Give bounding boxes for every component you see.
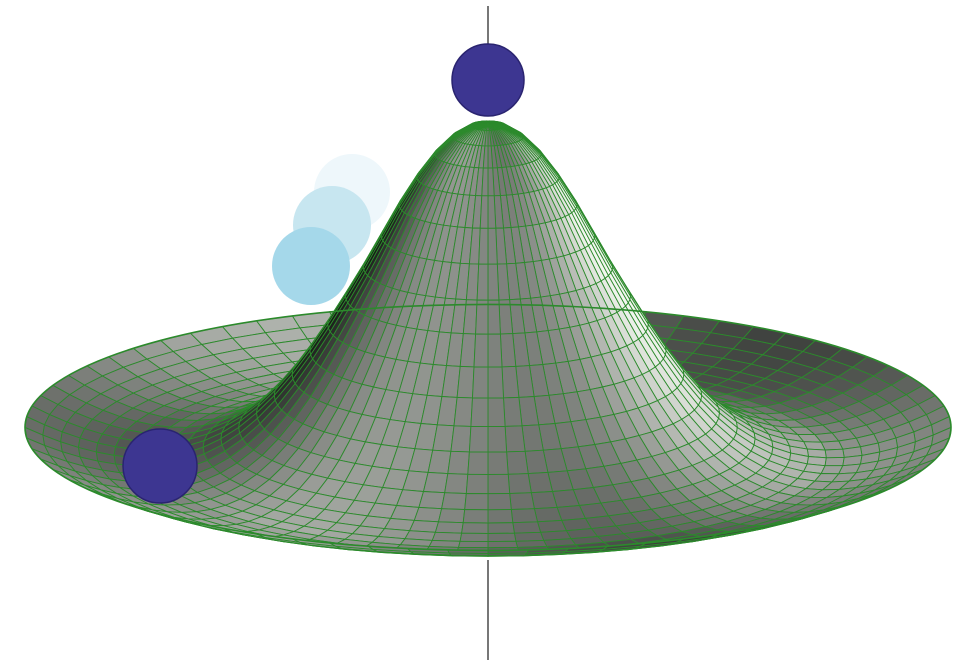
- surface-mesh-cell: [435, 522, 463, 533]
- ghost-ball-near: [272, 227, 350, 305]
- surface-mesh-cell: [469, 426, 488, 452]
- surface-mesh-cell: [502, 366, 519, 398]
- surface-mesh-cell: [477, 264, 488, 300]
- surface-mesh-cell: [480, 196, 488, 229]
- surface-mesh-cell: [511, 509, 537, 523]
- surface-mesh-cell: [534, 507, 561, 521]
- surface-mesh-cell: [448, 451, 470, 474]
- surface-mesh-cell: [432, 532, 461, 541]
- surface-mesh-cell: [414, 507, 441, 521]
- surface-mesh-cell: [507, 451, 529, 474]
- surface-mesh-cell: [508, 474, 531, 494]
- surface-mesh-cell: [451, 426, 471, 452]
- stable-ball-trough: [123, 429, 197, 503]
- surface-mesh-cell: [419, 492, 445, 509]
- surface-mesh-cell: [528, 472, 552, 492]
- surface-mesh-cell: [482, 168, 488, 196]
- surface-mesh-cell: [488, 264, 499, 300]
- surface-mesh-cell: [424, 472, 448, 492]
- surface-mesh-cell: [488, 398, 505, 427]
- unstable-ball-top: [452, 44, 524, 116]
- surface-mesh-cell: [488, 533, 516, 541]
- surface-mesh-cell: [488, 452, 508, 475]
- surface-mesh-cell: [473, 367, 489, 398]
- surface-mesh-cell: [525, 450, 548, 473]
- surface-mesh-cell: [471, 398, 488, 427]
- surface-mesh-cell: [513, 522, 541, 533]
- surface-mesh-cell: [504, 397, 523, 426]
- surface-mesh-cell: [445, 474, 468, 494]
- surface-mesh-cell: [410, 520, 439, 532]
- surface-mesh-cell: [454, 397, 473, 426]
- surface-mesh-cell: [825, 457, 844, 465]
- surface-mesh-cell: [488, 168, 494, 196]
- surface-mesh-cell: [465, 494, 488, 510]
- surface-mesh-cell: [488, 228, 497, 264]
- surface-mesh-cell: [488, 474, 510, 493]
- surface-mesh-cell: [488, 523, 514, 534]
- surface-mesh-cell: [457, 366, 474, 398]
- surface-mesh-cell: [825, 449, 844, 458]
- surface-mesh-cell: [442, 493, 467, 510]
- surface-mesh-cell: [514, 532, 543, 541]
- surface-mesh-cell: [505, 426, 525, 452]
- surface-mesh-cell: [488, 510, 513, 524]
- surface-mesh-cell: [488, 196, 496, 229]
- surface-mesh-cell: [538, 520, 567, 532]
- surface-mesh-cell: [439, 509, 465, 523]
- surface-mesh-cell: [488, 494, 511, 510]
- surface-mesh-cell: [474, 334, 488, 367]
- surface-mesh-cell: [479, 228, 488, 264]
- surface-mesh-cell: [468, 452, 488, 475]
- surface-mesh-cell: [531, 492, 557, 509]
- surface-mesh-cell: [488, 426, 507, 452]
- surface-mesh-cell: [510, 493, 535, 510]
- surface-mesh-cell: [459, 541, 489, 547]
- surface-mesh-cell: [488, 541, 518, 547]
- surface-mesh-cell: [488, 367, 504, 398]
- surface-mesh-cell: [462, 523, 488, 534]
- surface-mesh-cell: [463, 510, 488, 524]
- surface-mesh-cell: [466, 474, 488, 493]
- surface-mesh-cell: [428, 450, 451, 473]
- surface-mesh-cell: [488, 334, 502, 367]
- surface-mesh-cell: [460, 334, 475, 367]
- surface-mesh-cell: [460, 533, 488, 541]
- surface-mesh-cell: [500, 334, 515, 367]
